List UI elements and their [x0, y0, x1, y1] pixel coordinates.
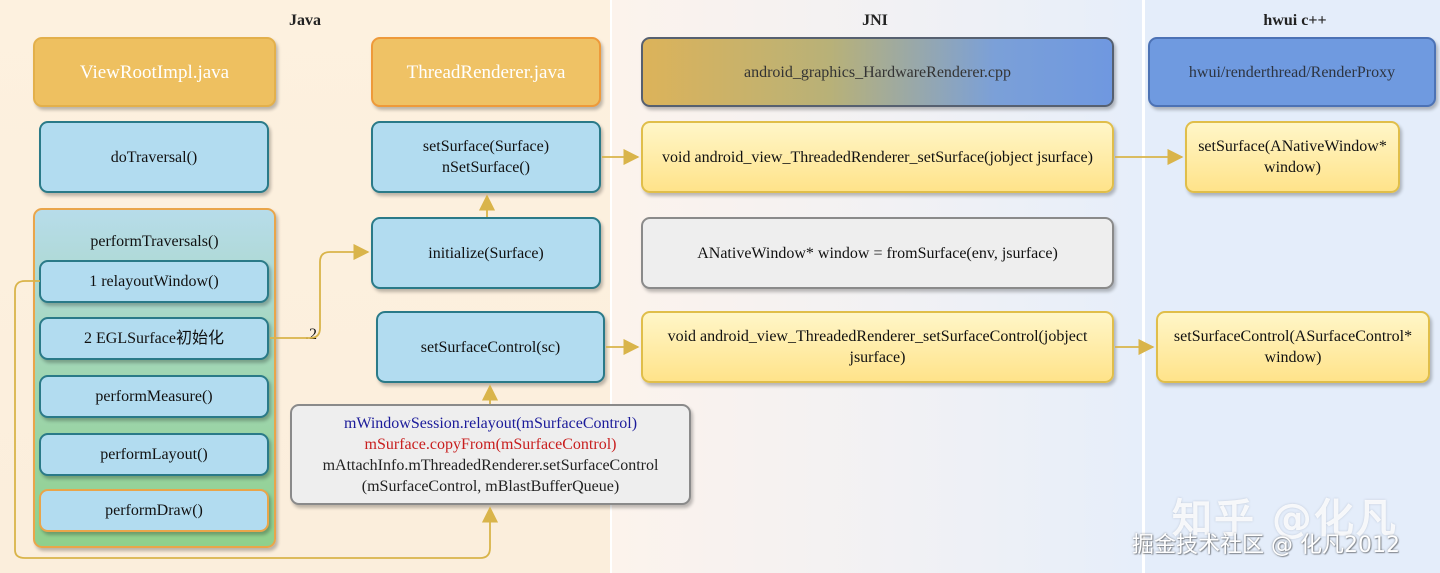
- relayout-window-label: 1 relayoutWindow(): [89, 273, 219, 290]
- set-surface-control-box: setSurfaceControl(sc): [376, 311, 605, 383]
- perform-layout-label: performLayout(): [100, 446, 208, 463]
- relayout-note-line-2: mSurface.copyFrom(mSurfaceControl): [364, 435, 617, 453]
- perform-measure-box: performMeasure(): [39, 375, 269, 418]
- do-traversal-label: doTraversal(): [110, 148, 198, 166]
- jni-from-surface-box: ANativeWindow* window = fromSurface(env,…: [641, 217, 1114, 289]
- arrow-relayout-to-note: [14, 280, 499, 559]
- header-view-root-impl: ViewRootImpl.java: [33, 37, 276, 107]
- jni-set-surface-box: void android_view_ThreadedRenderer_setSu…: [641, 121, 1114, 193]
- relayout-note-box: mWindowSession.relayout(mSurfaceControl)…: [290, 404, 691, 505]
- jni-set-surface-control-label-2: jsurface): [849, 349, 906, 366]
- header-view-root-impl-label: ViewRootImpl.java: [79, 61, 230, 83]
- hwui-set-surface-control-label-1: setSurfaceControl(ASurfaceControl*: [1173, 328, 1413, 345]
- hwui-set-surface-control-label-2: window): [1264, 349, 1322, 366]
- set-surface-label-1: setSurface(Surface): [422, 138, 550, 155]
- header-render-proxy-label: hwui/renderthread/RenderProxy: [1188, 63, 1396, 81]
- header-jni-file-label: android_graphics_HardwareRenderer.cpp: [744, 63, 1011, 81]
- initialize-label: initialize(Surface): [428, 244, 544, 262]
- perform-measure-label: performMeasure(): [95, 388, 213, 405]
- set-surface-box: setSurface(Surface) nSetSurface(): [371, 121, 601, 193]
- perform-draw-box: performDraw(): [39, 489, 269, 532]
- hwui-set-surface-box: setSurface(ANativeWindow* window): [1185, 121, 1400, 193]
- perform-draw-label: performDraw(): [105, 502, 203, 519]
- hwui-set-surface-label-1: setSurface(ANativeWindow*: [1198, 138, 1387, 155]
- relayout-window-box: 1 relayoutWindow(): [39, 260, 269, 303]
- hwui-set-surface-control-box: setSurfaceControl(ASurfaceControl* windo…: [1156, 311, 1430, 383]
- header-thread-renderer-label: ThreadRenderer.java: [406, 61, 566, 83]
- lane-separator: [610, 0, 612, 573]
- header-render-proxy: hwui/renderthread/RenderProxy: [1148, 37, 1436, 107]
- initialize-box: initialize(Surface): [371, 217, 601, 289]
- relayout-note-line-3: mAttachInfo.mThreadedRenderer.setSurface…: [322, 456, 659, 474]
- set-surface-label-2: nSetSurface(): [442, 159, 530, 176]
- jni-from-surface-label: ANativeWindow* window = fromSurface(env,…: [697, 244, 1058, 262]
- egl-surface-init-box: 2 EGLSurface初始化: [39, 317, 269, 360]
- relayout-note-line-1: mWindowSession.relayout(mSurfaceControl): [343, 414, 638, 432]
- hwui-set-surface-label-2: window): [1264, 159, 1321, 176]
- jni-set-surface-control-box: void android_view_ThreadedRenderer_setSu…: [641, 311, 1114, 383]
- lane-title-hwui: hwui c++: [1263, 12, 1327, 29]
- relayout-note-line-4: (mSurfaceControl, mBlastBufferQueue): [361, 477, 620, 495]
- lane-title-java: Java: [289, 12, 321, 29]
- header-jni-file: android_graphics_HardwareRenderer.cpp: [641, 37, 1114, 107]
- jni-set-surface-label: void android_view_ThreadedRenderer_setSu…: [662, 148, 1093, 166]
- jni-set-surface-control-label-1: void android_view_ThreadedRenderer_setSu…: [667, 328, 1088, 345]
- egl-surface-init-label: 2 EGLSurface初始化: [84, 330, 224, 347]
- perform-traversals-label: performTraversals(): [90, 233, 219, 250]
- lane-separator: [1143, 0, 1145, 573]
- watermark-juejin: 掘金技术社区 @ 化凡2012: [1132, 533, 1400, 558]
- lane-title-jni: JNI: [862, 12, 888, 29]
- perform-layout-box: performLayout(): [39, 433, 269, 476]
- watermark-zhihu: 知乎 @化凡: [1172, 496, 1398, 542]
- set-surface-control-label: setSurfaceControl(sc): [420, 338, 561, 356]
- header-thread-renderer: ThreadRenderer.java: [371, 37, 601, 107]
- do-traversal-box: doTraversal(): [39, 121, 269, 193]
- arrow-egl-to-initialize: [270, 243, 370, 339]
